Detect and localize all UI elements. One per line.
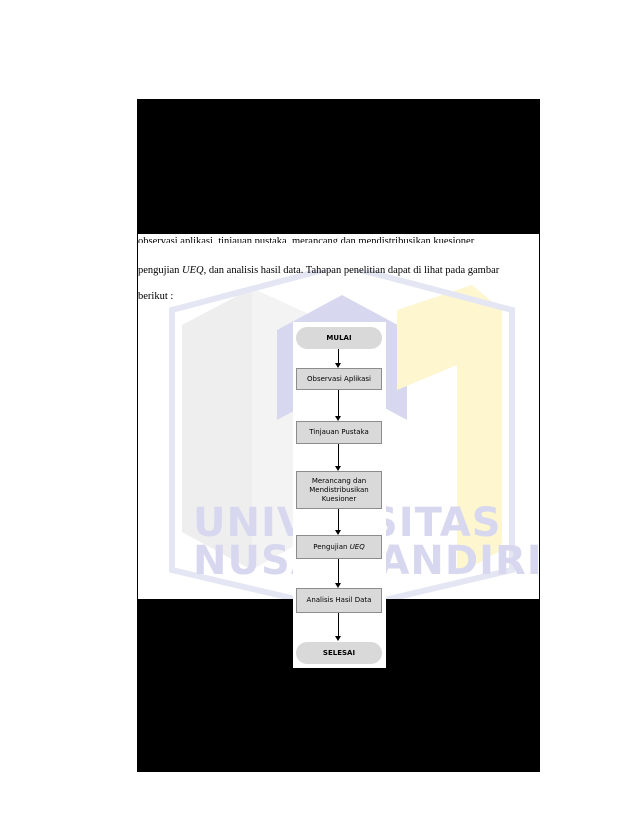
flow-start-terminal: MULAI <box>296 327 382 349</box>
flow-step-analisis: Analisis Hasil Data <box>296 588 382 613</box>
paragraph-text: , dan analisis hasil data. Tahapan penel… <box>203 265 500 276</box>
flow-arrow <box>335 613 341 641</box>
paragraph-line-2: pengujian UEQ, dan analisis hasil data. … <box>138 264 539 278</box>
flow-arrow <box>335 444 341 471</box>
flow-end-terminal: SELESAI <box>296 642 382 664</box>
page-content-frame: UNIVERSITAS NUSA MANDIRI observasi aplik… <box>137 99 540 772</box>
flow-step-pengujian: Pengujian UEQ <box>296 535 382 559</box>
paragraph-text: pengujian <box>138 265 183 276</box>
flow-step-tinjauan: Tinjauan Pustaka <box>296 421 382 444</box>
flow-arrow <box>335 509 341 535</box>
flow-step-pengujian-label: Pengujian <box>313 542 348 551</box>
flow-arrow <box>335 349 341 368</box>
redaction-block-top <box>138 100 539 234</box>
paragraph-emphasis: UEQ <box>182 265 204 276</box>
paragraph-line-1: observasi aplikasi, tinjauan pustaka, me… <box>138 236 477 243</box>
research-flowchart: MULAI Observasi Aplikasi Tinjauan Pustak… <box>293 322 386 668</box>
flow-arrow <box>335 390 341 421</box>
flow-step-merancang: Merancang dan Mendistribusikan Kuesioner <box>296 471 382 509</box>
flow-step-observasi: Observasi Aplikasi <box>296 368 382 390</box>
flow-arrow <box>335 559 341 588</box>
paragraph-line-3: berikut : <box>138 291 174 302</box>
flow-step-ueq-emphasis: UEQ <box>349 542 365 551</box>
